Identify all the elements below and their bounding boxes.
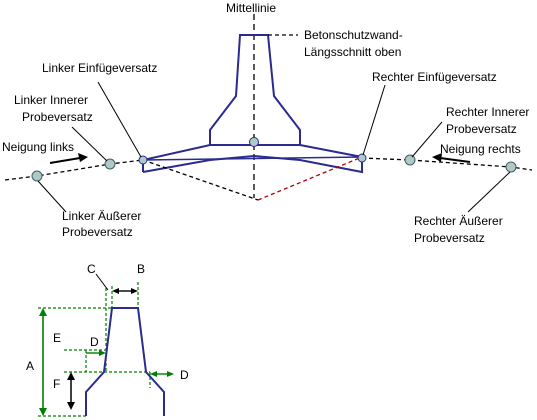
barrier-section-label-2: Längsschnitt oben [304, 45, 401, 59]
cut-line-left [142, 159, 259, 201]
left-inner-probe-point [104, 158, 116, 170]
right-outer-probe-label-2: Probeversatz [414, 231, 485, 245]
dimension-guides [38, 282, 151, 417]
left-inner-probe-label-2: Probeversatz [22, 110, 93, 124]
dimension-d-outer-label: D [180, 368, 189, 382]
barrier-outline [209, 34, 301, 145]
right-insert-point [357, 153, 367, 163]
barrier-profile [85, 307, 165, 416]
leader-left-outer [37, 180, 67, 213]
dimension-a-label: A [26, 359, 34, 373]
center-point [249, 137, 259, 147]
slope-left-arrow [49, 153, 88, 164]
right-inner-probe-label-2: Probeversatz [446, 122, 517, 136]
right-outer-probe-point [505, 161, 517, 173]
slab-outline [142, 144, 363, 174]
slope-left-label: Neigung links [2, 140, 74, 154]
ground-line-right [361, 157, 533, 171]
ground-line-left [4, 159, 144, 181]
dimension-f-arrow [67, 372, 75, 410]
dimension-c-leader [95, 273, 109, 291]
dimension-b-label: B [137, 262, 145, 276]
barrier-section-label-1: Betonschutzwand- [304, 28, 403, 42]
left-insert-point [138, 155, 148, 165]
left-outer-probe-point [31, 170, 43, 182]
dimension-d-inner-arrow [86, 350, 106, 356]
dimension-d-inner-label: D [90, 335, 99, 349]
slope-right-arrow [432, 153, 471, 163]
leader-right-inner [411, 121, 443, 158]
slope-right-label: Neigung rechts [440, 142, 521, 156]
slab-inner-line [142, 156, 363, 161]
right-insert-offset-label: Rechter Einfügeversatz [372, 70, 497, 84]
leader-right-outer [467, 171, 511, 213]
dimension-a-arrow [39, 308, 47, 416]
leader-left-inner [71, 126, 108, 162]
dimension-d-outer-arrow [150, 371, 174, 377]
dimension-c-label: C [87, 262, 96, 276]
left-insert-offset-label: Linker Einfügeversatz [42, 61, 157, 75]
right-inner-probe-point [404, 154, 416, 166]
left-inner-probe-label-1: Linker Innerer [14, 93, 88, 107]
dimension-f-label: F [53, 377, 60, 391]
right-outer-probe-label-1: Rechter Äußerer [414, 214, 503, 228]
leader-right-insert [362, 84, 386, 156]
cut-line-right [257, 156, 363, 201]
dimension-e-label: E [53, 331, 61, 345]
dimension-b-arrow [112, 288, 138, 294]
right-inner-probe-label-1: Rechter Innerer [446, 105, 529, 119]
leader-left-insert [97, 81, 142, 158]
center-line-label: Mittellinie [226, 1, 276, 15]
left-outer-probe-label-1: Linker Äußerer [62, 209, 141, 223]
left-outer-probe-label-2: Probeversatz [62, 225, 133, 239]
